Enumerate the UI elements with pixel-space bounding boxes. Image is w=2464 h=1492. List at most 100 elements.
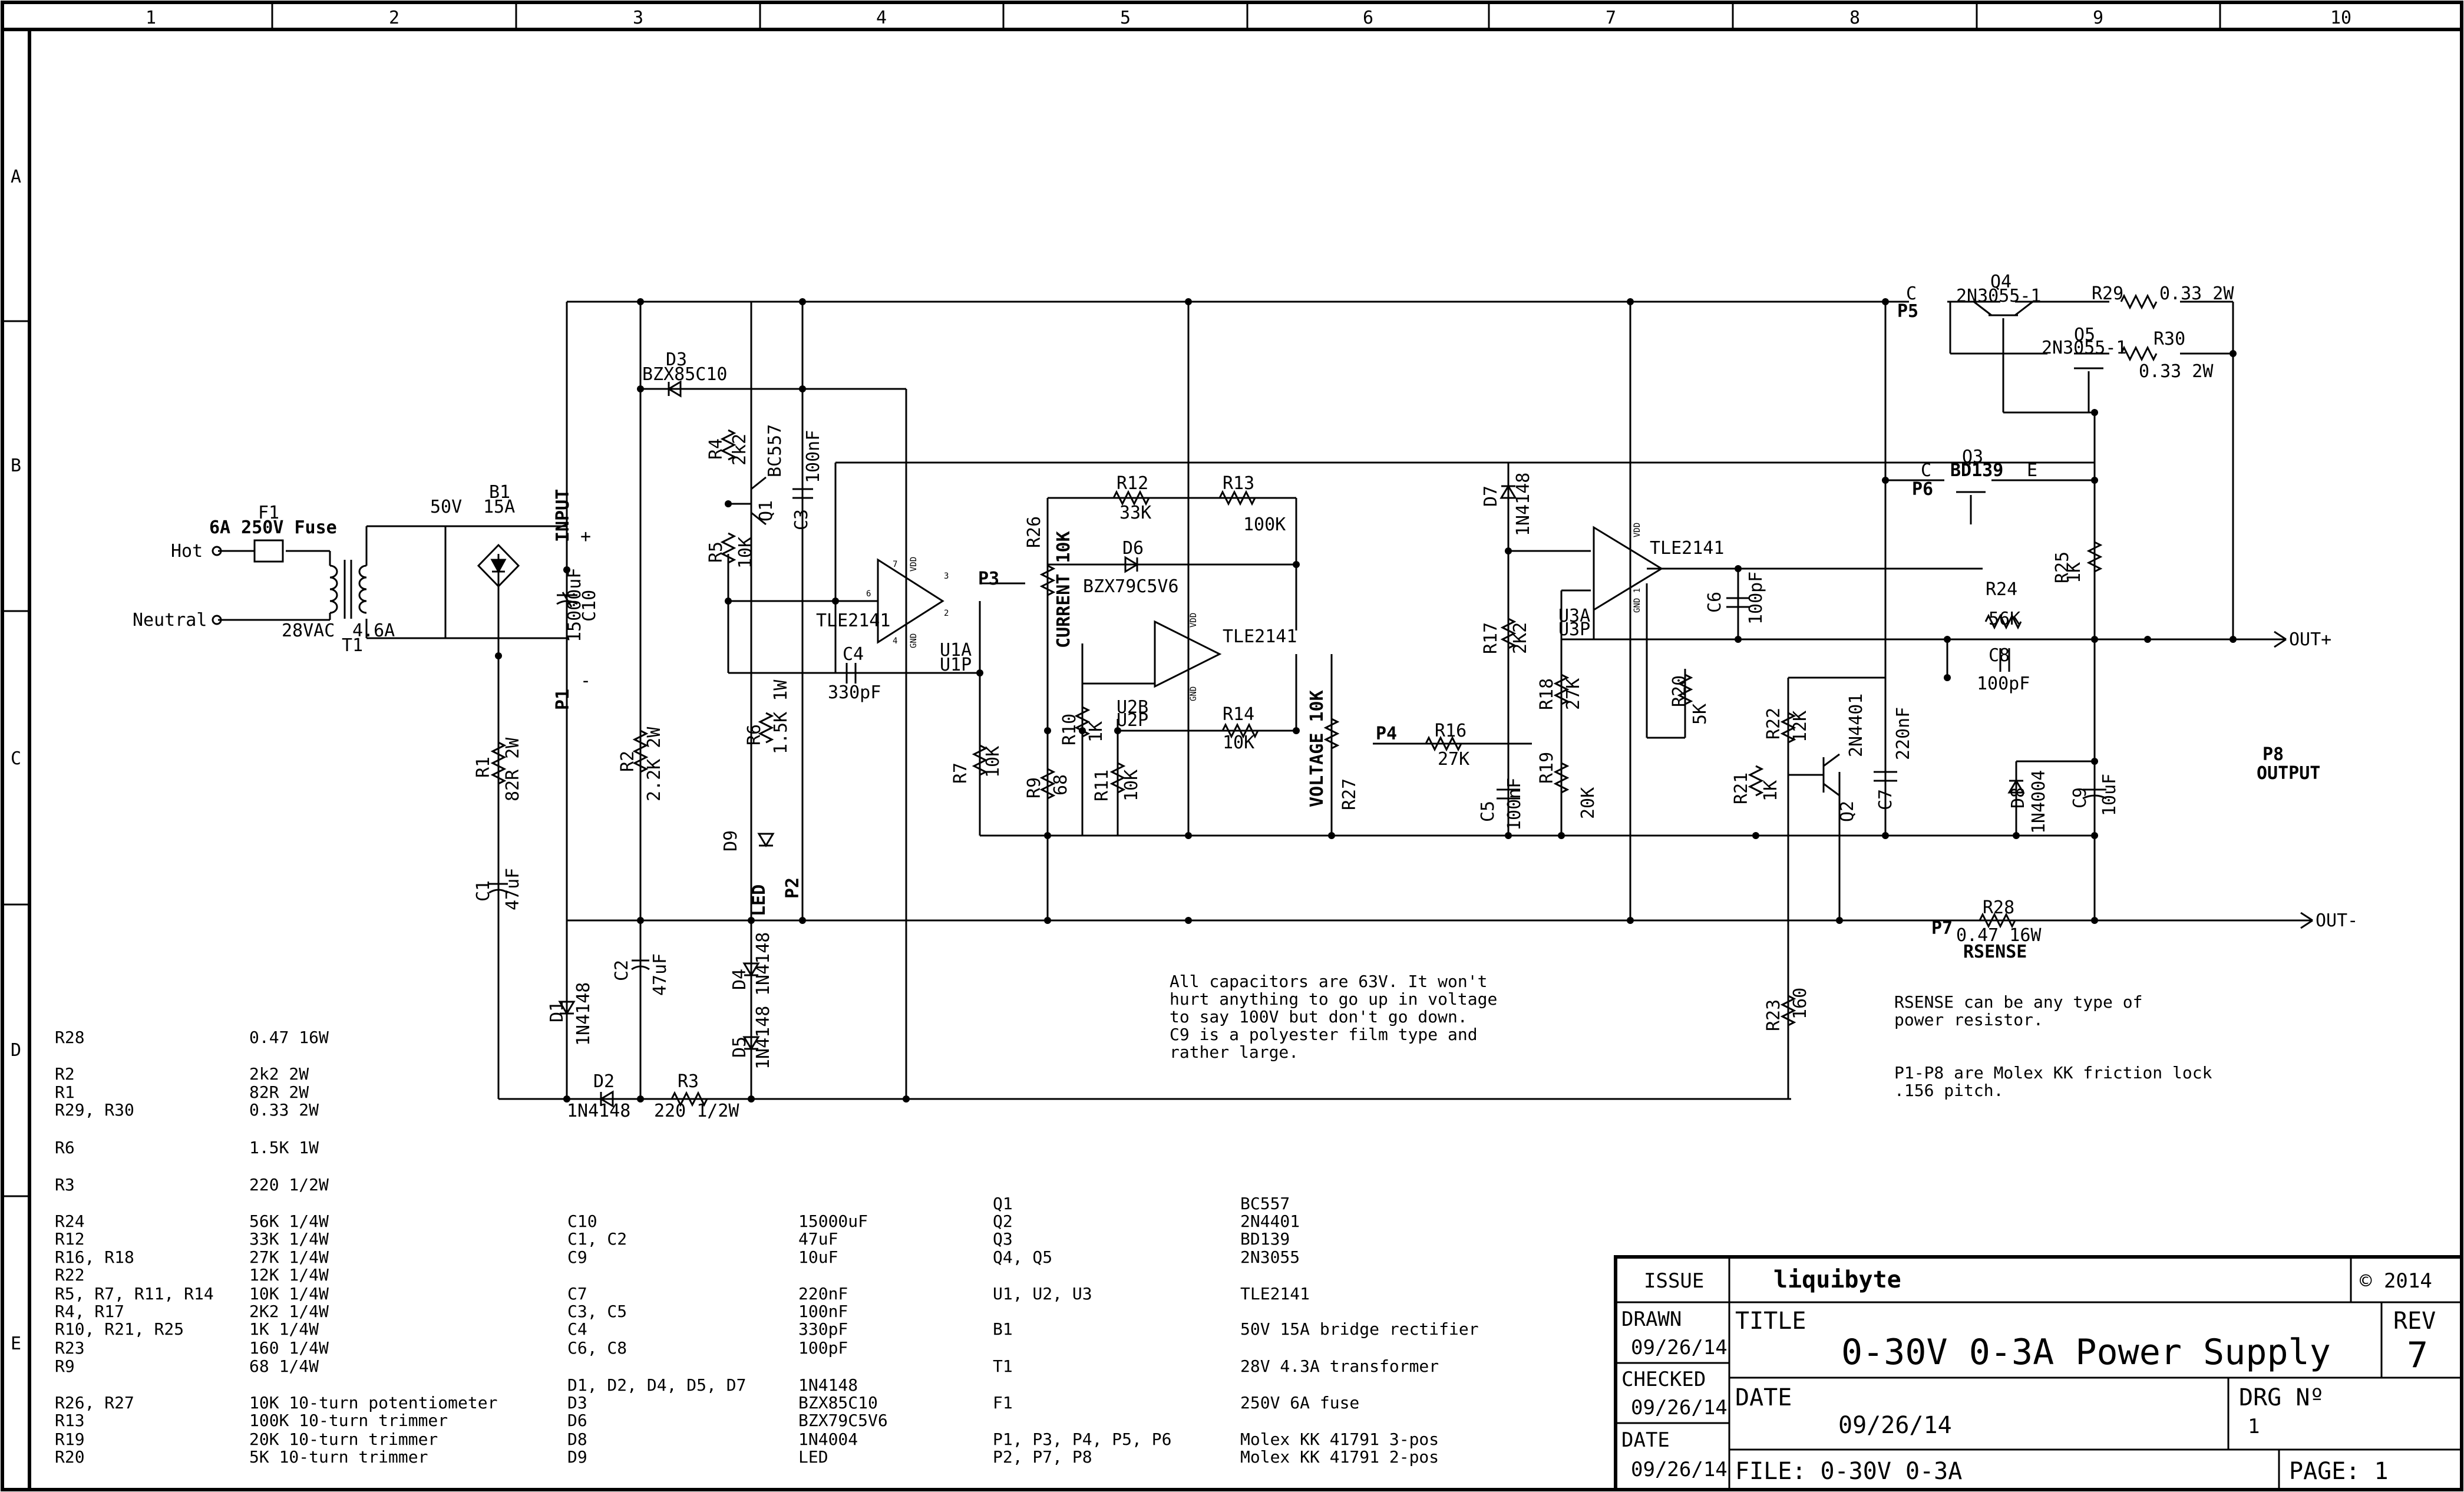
input-section: Hot Neutral F1 6A 250V Fuse 28VAC 4.6A T… bbox=[133, 349, 824, 1121]
u1-pin2: 2 bbox=[944, 609, 949, 618]
bom-col3-part-7: F1 bbox=[993, 1393, 1013, 1412]
capacitor-c3 bbox=[792, 488, 813, 499]
page-label: PAGE: 1 bbox=[2289, 1458, 2389, 1485]
bom-col1-part-8: R16, R18 bbox=[55, 1247, 134, 1267]
out-plus-label: OUT+ bbox=[2289, 629, 2331, 650]
bom-col3-value-9: Molex KK 41791 2-pos bbox=[1240, 1447, 1439, 1467]
note-rsense-line-1: RSENSE can be any type of bbox=[1894, 992, 2142, 1012]
resistor-r16 bbox=[1425, 735, 1462, 752]
diode-d4 bbox=[742, 962, 760, 977]
diode-d3 bbox=[667, 380, 682, 398]
r5-value: 10K bbox=[735, 537, 756, 569]
grid-col-9: 9 bbox=[2093, 8, 2103, 28]
p6-label: P6 bbox=[1912, 479, 1933, 500]
d5-label: D5 bbox=[729, 1037, 750, 1058]
trimmer-r19[interactable] bbox=[1553, 762, 1570, 794]
bom-col2-part-0: C10 bbox=[567, 1212, 597, 1231]
u1-pin4: 4 bbox=[893, 636, 897, 646]
r29-label: R29 bbox=[2092, 283, 2123, 304]
r24-value: 56K bbox=[1989, 609, 2020, 629]
bom-col2-value-11: LED bbox=[798, 1447, 828, 1467]
date-side-label: DATE bbox=[1621, 1428, 1670, 1452]
d6-value: BZX79C5V6 bbox=[1083, 576, 1179, 597]
resistor-r1 bbox=[490, 741, 507, 785]
bom-col3-value-1: 2N4401 bbox=[1240, 1212, 1300, 1231]
r17-value: 2K2 bbox=[1510, 622, 1531, 654]
t1-label: T1 bbox=[342, 635, 363, 656]
b1-label: B1 bbox=[489, 482, 510, 503]
bom-col3-value-2: BD139 bbox=[1240, 1229, 1290, 1249]
pot-r27[interactable] bbox=[1323, 718, 1340, 750]
grid-col-1: 1 bbox=[146, 8, 156, 28]
bom-col3-part-8: P1, P3, P4, P5, P6 bbox=[993, 1430, 1171, 1449]
d7-label: D7 bbox=[1481, 486, 1501, 507]
resistor-r11 bbox=[1109, 762, 1126, 794]
drawn-date: 09/26/14 bbox=[1631, 1336, 1728, 1359]
note-rsense-line-2: power resistor. bbox=[1894, 1010, 2043, 1029]
grid-col-7: 7 bbox=[1606, 8, 1616, 28]
r23-label: R23 bbox=[1763, 999, 1784, 1031]
p3-label: P3 bbox=[978, 569, 999, 589]
d7-value: 1N4148 bbox=[1513, 473, 1534, 536]
u3-vdd: VDD bbox=[1633, 523, 1642, 537]
out-minus-arrow[interactable] bbox=[2300, 912, 2313, 929]
u1a-label: U1A bbox=[940, 640, 972, 661]
trimmer-r20[interactable] bbox=[1677, 674, 1693, 705]
u2b-label: U2B bbox=[1117, 697, 1148, 718]
out-plus-arrow[interactable] bbox=[2274, 631, 2287, 648]
bom-col2-part-7: D1, D2, D4, D5, D7 bbox=[567, 1375, 746, 1395]
capacitor-c6 bbox=[1726, 597, 1750, 608]
resistor-r24 bbox=[1984, 613, 2022, 630]
r7-label: R7 bbox=[950, 762, 971, 784]
pot-r26[interactable] bbox=[1039, 565, 1056, 596]
bom-col2-value-8: BZX85C10 bbox=[798, 1393, 878, 1412]
u3-name: TLE2141 bbox=[1650, 538, 1724, 559]
bom-col1-value-16: 100K 10-turn trimmer bbox=[249, 1411, 448, 1430]
d4-label: D4 bbox=[729, 969, 750, 990]
capacitor-c10 bbox=[556, 592, 578, 608]
bom-col1-part-2: R1 bbox=[55, 1082, 75, 1102]
bom-col3-value-5: 50V 15A bridge rectifier bbox=[1240, 1319, 1479, 1339]
capacitor-c9 bbox=[2082, 788, 2107, 800]
grid-row-a: A bbox=[11, 167, 21, 187]
r19-label: R19 bbox=[1537, 752, 1557, 784]
p2-label: P2 bbox=[782, 877, 803, 899]
bom-col2-part-6: C6, C8 bbox=[567, 1338, 627, 1358]
bridge-rating-label: 15A bbox=[483, 497, 515, 517]
bom-col2-part-8: D3 bbox=[567, 1393, 587, 1412]
d8-value: 1N4004 bbox=[2029, 770, 2049, 834]
resistor-r7 bbox=[972, 744, 988, 776]
bom-col2-value-4: 100nF bbox=[798, 1302, 848, 1321]
r6-label: R6 bbox=[744, 724, 765, 745]
u1-gnd: GND bbox=[909, 633, 919, 648]
trimmer-r13[interactable] bbox=[1218, 490, 1256, 506]
q3-pin-e: E bbox=[2027, 460, 2037, 481]
opamp-u1: TLE2141 U1A U1P VDD GND 6 3 2 7 4 C4 330… bbox=[816, 557, 1003, 784]
r12-value: 33K bbox=[1119, 503, 1151, 523]
r3-value: 220 1/2W bbox=[654, 1101, 739, 1121]
bom-col1-part-6: R24 bbox=[55, 1212, 85, 1231]
r21-value: 1K bbox=[1761, 780, 1781, 801]
resistor-r9 bbox=[1039, 768, 1056, 800]
resistor-r22 bbox=[1780, 712, 1796, 744]
current10k-label: CURRENT 10K bbox=[1053, 531, 1074, 648]
r6-value: 1.5K 1W bbox=[771, 679, 791, 754]
r10-value: 1K bbox=[1086, 721, 1107, 742]
neutral-terminal[interactable] bbox=[212, 615, 222, 625]
u1-pin7: 7 bbox=[893, 560, 897, 569]
r14-label: R14 bbox=[1223, 704, 1254, 725]
r30-label: R30 bbox=[2153, 329, 2185, 349]
d5-value: 1N4148 bbox=[753, 1006, 774, 1070]
bom-col3-part-9: P2, P7, P8 bbox=[993, 1447, 1092, 1467]
bom-col2-value-2: 10uF bbox=[798, 1247, 838, 1267]
bom-col2-part-4: C3, C5 bbox=[567, 1302, 627, 1321]
bom-col3-value-7: 250V 6A fuse bbox=[1240, 1393, 1359, 1412]
transistor-q1 bbox=[728, 476, 767, 526]
resistor-r23 bbox=[1780, 995, 1796, 1026]
bom-col1-part-14: R9 bbox=[55, 1356, 75, 1376]
r14-value: 10K bbox=[1223, 732, 1254, 753]
r4-label: R4 bbox=[706, 438, 726, 460]
hot-terminal[interactable] bbox=[212, 546, 222, 556]
bom-col2-part-1: C1, C2 bbox=[567, 1229, 627, 1249]
p8-label: P8 bbox=[2262, 744, 2284, 765]
